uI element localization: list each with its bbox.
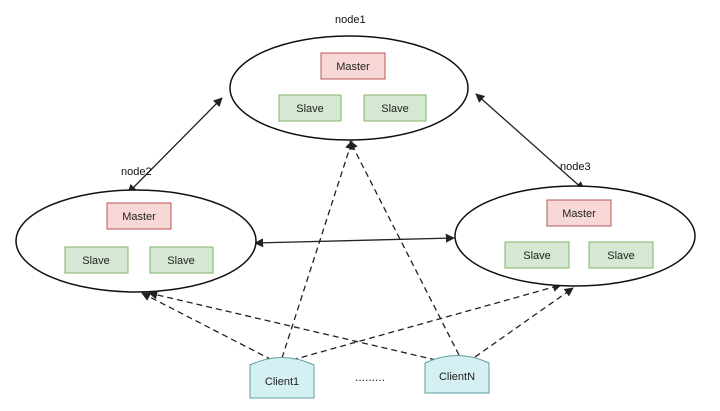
node3-label: node3 xyxy=(560,161,591,173)
client1-to-node1 xyxy=(281,140,354,359)
node1-label: node1 xyxy=(335,14,366,26)
node3-group: node3 Master Slave Slave xyxy=(454,161,696,287)
clientN-label: ClientN xyxy=(439,371,475,383)
node3-slave-a-label: Slave xyxy=(523,250,551,262)
client1-to-node2 xyxy=(141,292,273,361)
node3-slave-b-box[interactable] xyxy=(588,241,654,269)
node1-slave-a-box[interactable] xyxy=(278,94,342,122)
link-node2-node3 xyxy=(254,233,455,248)
client1-group[interactable]: Client1 xyxy=(249,357,315,399)
node2-master-box[interactable] xyxy=(106,202,172,230)
clients-ellipsis: ......... xyxy=(355,370,385,384)
node1-slave-a-label: Slave xyxy=(296,103,324,115)
client1-shape[interactable] xyxy=(249,357,315,399)
clientN-to-node2 xyxy=(148,290,437,361)
node3-master-label: Master xyxy=(562,208,596,220)
node2-slave-b-label: Slave xyxy=(167,255,195,267)
clientN-to-node1 xyxy=(349,140,460,356)
node2-slave-b-box[interactable] xyxy=(149,246,214,274)
clientN-to-node3 xyxy=(474,287,574,358)
node2-group: node2 Master Slave Slave xyxy=(15,166,257,293)
link-node1-node3 xyxy=(475,93,585,191)
node2-slave-a-label: Slave xyxy=(82,255,110,267)
clientN-shape[interactable] xyxy=(424,355,490,394)
node3-slave-a-box[interactable] xyxy=(504,241,570,269)
node1-master-label: Master xyxy=(336,61,370,73)
node1-group: node1 Master Slave Slave xyxy=(229,14,469,141)
client1-label: Client1 xyxy=(265,376,299,388)
node1-slave-b-box[interactable] xyxy=(363,94,427,122)
node3-slave-b-label: Slave xyxy=(607,250,635,262)
client1-to-node3 xyxy=(291,282,562,361)
link-node1-node2 xyxy=(127,97,223,194)
node1-slave-b-label: Slave xyxy=(381,103,409,115)
clientN-group[interactable]: ClientN xyxy=(424,355,490,394)
node2-slave-a-box[interactable] xyxy=(64,246,129,274)
node2-master-label: Master xyxy=(122,211,156,223)
node1-master-box[interactable] xyxy=(320,52,386,80)
node2-label: node2 xyxy=(121,166,152,178)
node3-master-box[interactable] xyxy=(546,199,612,227)
node1-ellipse xyxy=(229,35,469,141)
